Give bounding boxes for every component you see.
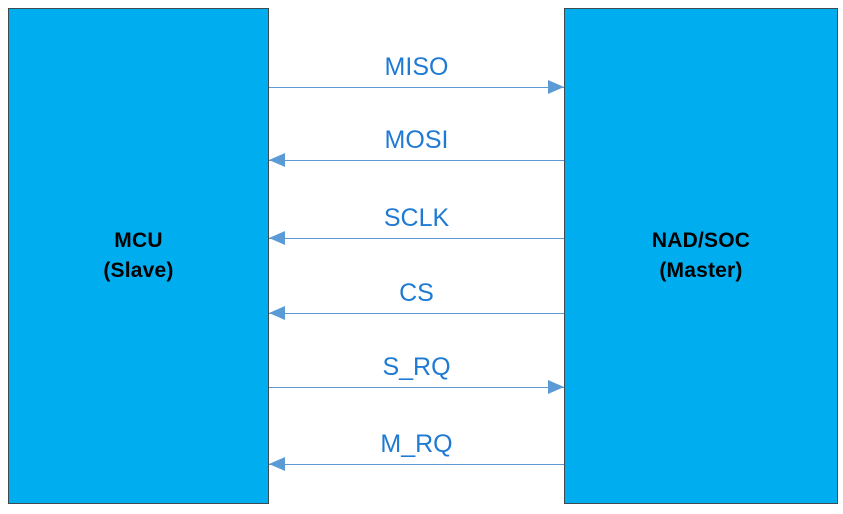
signal-label: SCLK (383, 204, 450, 232)
signal-line-icon (269, 313, 564, 314)
node-mcu-role: (Slave) (103, 259, 174, 282)
signal-label: MOSI (384, 126, 449, 154)
signal-label: MISO (384, 53, 449, 81)
signal-line-icon (269, 160, 564, 161)
signal-label: CS (399, 279, 434, 307)
arrow-right-icon (548, 380, 564, 394)
arrow-right-icon (548, 80, 564, 94)
signal-line-icon (269, 87, 564, 88)
node-mcu-title: MCU (114, 229, 163, 252)
node-nad[interactable]: NAD/SOC (Master) (564, 8, 838, 504)
signal-line-icon (269, 387, 564, 388)
node-mcu[interactable]: MCU (Slave) (8, 8, 269, 504)
node-nad-role: (Master) (659, 259, 743, 282)
arrow-left-icon (269, 457, 285, 471)
signal-label: S_RQ (382, 353, 451, 381)
node-nad-title: NAD/SOC (651, 229, 751, 252)
arrow-left-icon (269, 231, 285, 245)
arrow-left-icon (269, 153, 285, 167)
signal-line-icon (269, 464, 564, 465)
arrow-left-icon (269, 306, 285, 320)
signal-label: M_RQ (380, 430, 453, 458)
signal-line-icon (269, 238, 564, 239)
